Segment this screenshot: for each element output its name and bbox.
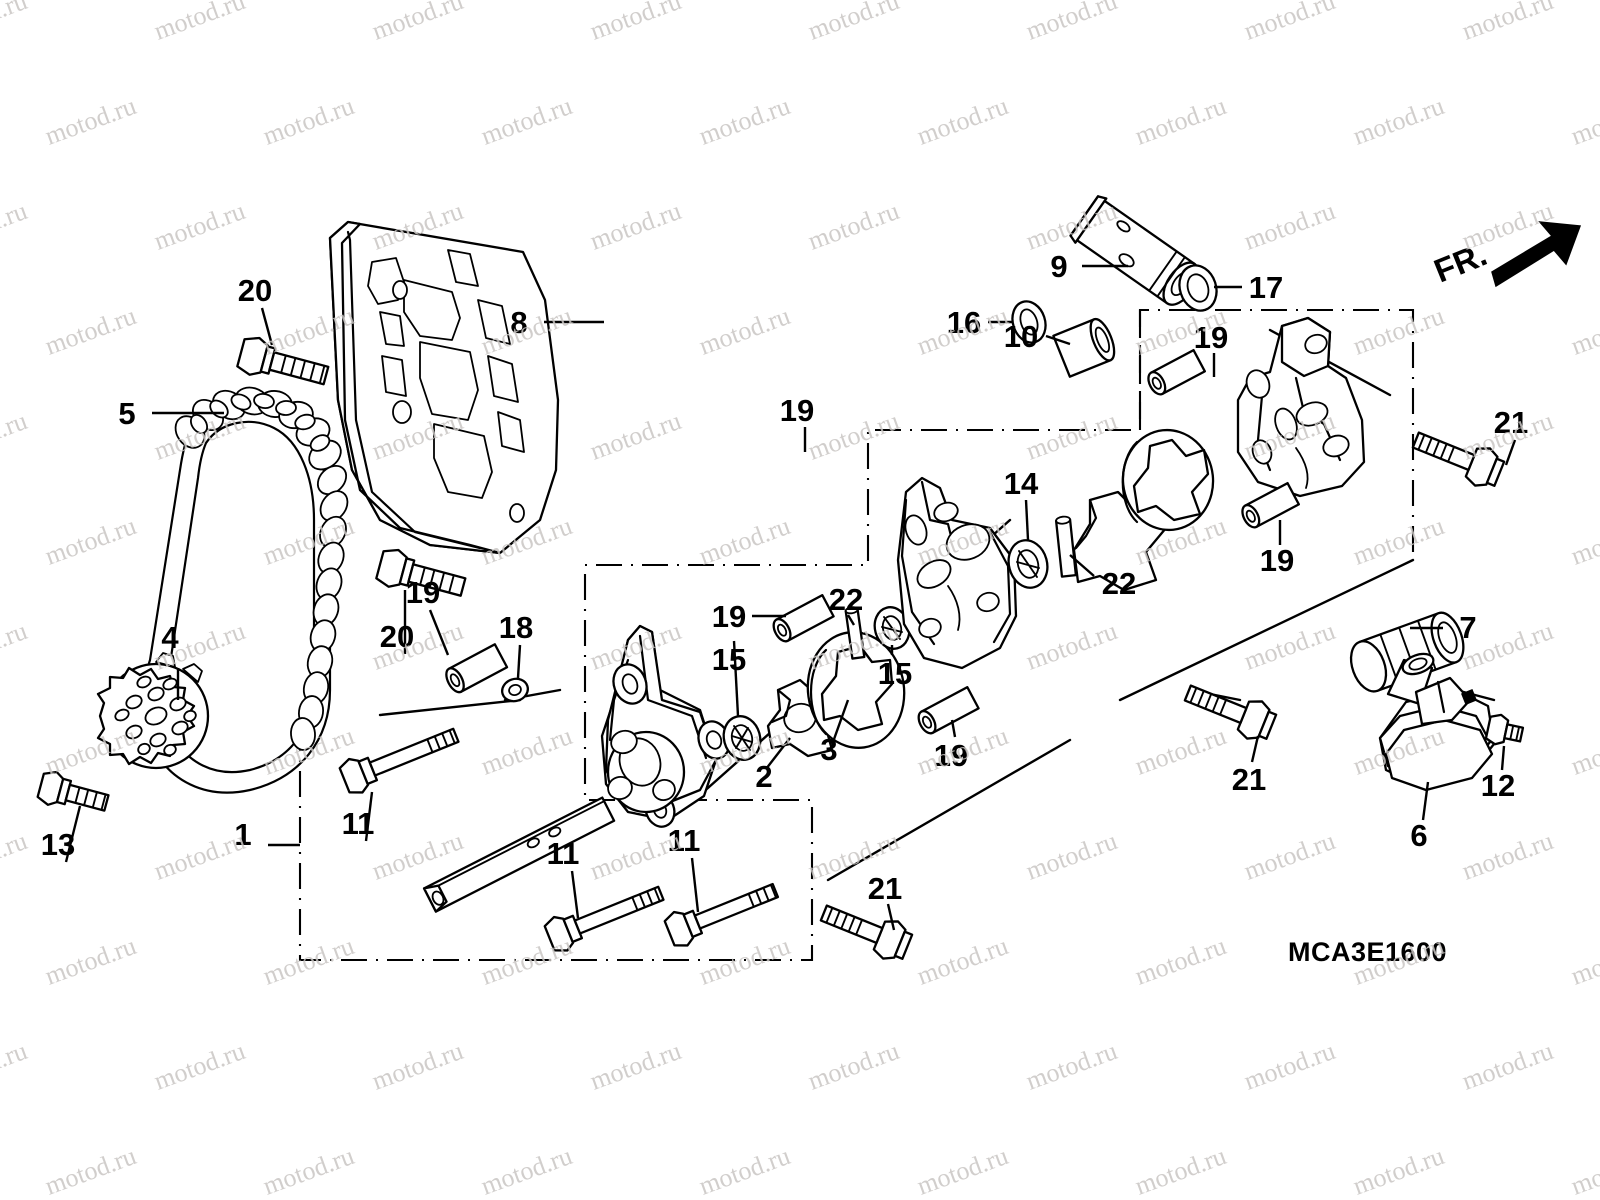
dowel-pin-19-right-lower (1241, 481, 1300, 529)
callout-19-e: 19 (1194, 320, 1228, 355)
flange-bolt-21-right (1411, 431, 1506, 487)
fr-label: FR. (1429, 235, 1492, 289)
callout-7: 7 (1459, 610, 1476, 645)
part-code-label: MCA3E1600 (1288, 937, 1447, 967)
group-boundary-1 (298, 308, 1415, 962)
shaft-collar-10 (1052, 317, 1116, 378)
oil-pump-long-shaft (422, 796, 616, 913)
callout-5: 5 (118, 396, 135, 431)
flange-bolt-21-mid (1183, 684, 1278, 740)
flange-bolt-11-a (338, 727, 460, 794)
dowel-pin-19-left (445, 643, 509, 694)
callout-10: 10 (1004, 319, 1038, 354)
outer-rotor (806, 631, 906, 749)
callout-4: 4 (161, 620, 179, 655)
guide-bolt-20-upper (236, 336, 330, 386)
callout-19-c: 19 (712, 599, 746, 634)
thrust-washer-14 (1007, 539, 1049, 589)
strainer-bolt-12 (1484, 713, 1525, 746)
flange-bolt-11-b (543, 885, 665, 952)
callout-17: 17 (1249, 270, 1283, 305)
strainer-rubber-joint-7 (1349, 611, 1465, 693)
callout-11-c: 11 (668, 823, 701, 858)
callout-21-a: 21 (1494, 405, 1528, 440)
oil-strainer-6 (1378, 652, 1496, 792)
callout-19-f: 19 (1260, 543, 1294, 578)
callout-1: 1 (234, 817, 251, 852)
leader-lines (64, 264, 1517, 931)
washer-17 (1178, 264, 1218, 312)
roll-pin-22-right (1054, 515, 1078, 578)
callout-11-a: 11 (342, 806, 375, 841)
callout-22-b: 22 (1102, 566, 1136, 601)
callout-3: 3 (820, 732, 837, 767)
callout-18: 18 (499, 610, 533, 645)
flange-bolt-11-c (663, 882, 780, 947)
chain-guide-plate (328, 220, 560, 555)
callout-19-a: 19 (780, 393, 814, 428)
callout-22-a: 22 (829, 582, 863, 617)
callout-6: 6 (1410, 818, 1427, 853)
fr-arrow-icon (1491, 221, 1582, 288)
callout-21-b: 21 (1232, 762, 1266, 797)
oil-pump-housing-center (896, 476, 1018, 670)
callout-8: 8 (510, 305, 527, 340)
callout-12: 12 (1481, 768, 1515, 803)
o-ring-16 (1011, 300, 1047, 344)
callout-16: 16 (947, 305, 981, 340)
dowel-pin-19-mid (772, 594, 835, 643)
callout-15-b: 15 (878, 656, 912, 691)
callout-14: 14 (1004, 466, 1039, 501)
callout-15-a: 15 (712, 642, 746, 677)
inner-rotor-right (1121, 428, 1215, 532)
dowel-pin-19-lower (917, 686, 980, 735)
oil-pump-drive-chain (141, 386, 349, 794)
sprocket-bolt-13 (36, 770, 110, 812)
oil-pump-body-right (1236, 316, 1366, 498)
callout-19-b: 19 (406, 575, 440, 610)
callout-11-b: 11 (547, 836, 580, 871)
callout-20-b: 20 (380, 619, 414, 654)
callout-2: 2 (755, 759, 772, 794)
oil-pump-body-left (600, 624, 731, 828)
callout-21-c: 21 (868, 871, 902, 906)
callout-9: 9 (1050, 249, 1067, 284)
callout-20-a: 20 (238, 273, 272, 308)
washer-15-left (722, 715, 762, 761)
small-washer-18 (501, 677, 529, 703)
orientation-indicator: FR. (1429, 221, 1582, 289)
dowel-pin-19-right-upper (1147, 348, 1206, 396)
oil-pump-driven-sprocket (96, 652, 210, 770)
roll-pin-22-mid (844, 606, 866, 660)
guide-bolt-20-lower (375, 548, 467, 597)
callout-13: 13 (41, 827, 75, 862)
callout-19-d: 19 (934, 738, 968, 773)
flange-bolt-21-bottom (819, 904, 914, 960)
callout-numbers: 1 2 3 4 5 6 7 8 9 10 11 11 11 12 13 14 1… (41, 249, 1528, 906)
